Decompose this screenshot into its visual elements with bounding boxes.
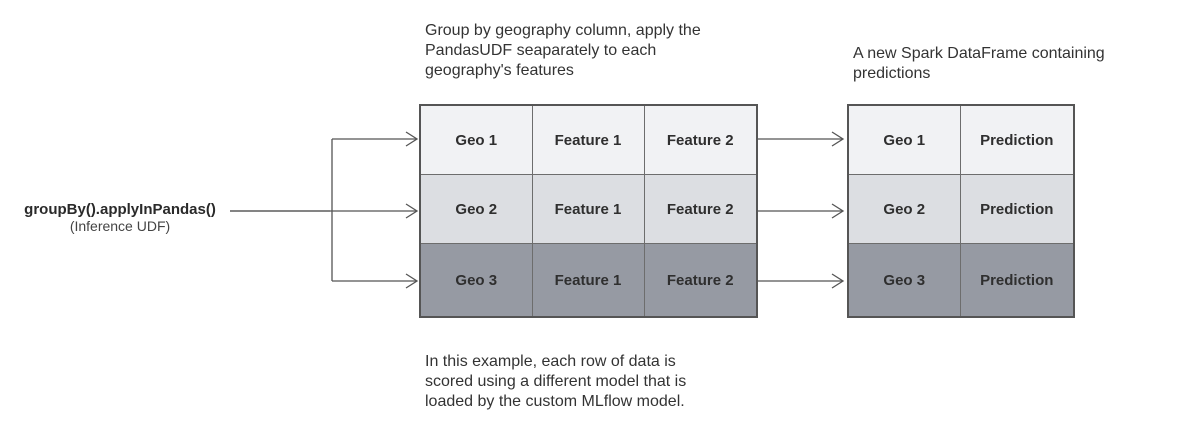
input-row: Geo 2 Feature 1 Feature 2 <box>419 174 758 244</box>
output-row: Geo 1 Prediction <box>847 104 1075 175</box>
output-note-line-2: predictions <box>853 65 931 82</box>
call-title: groupBy().applyInPandas() <box>24 201 216 218</box>
input-cell-geo: Geo 3 <box>419 243 533 318</box>
example-note: In this example, each row of data is sco… <box>425 352 765 412</box>
output-row: Geo 2 Prediction <box>847 174 1075 244</box>
group-by-note-line-3: geography's features <box>425 62 574 79</box>
group-by-note-line-1: Group by geography column, apply the <box>425 22 701 39</box>
input-cell-feature: Feature 1 <box>531 174 645 244</box>
output-row: Geo 3 Prediction <box>847 243 1075 318</box>
group-by-note: Group by geography column, apply the Pan… <box>425 21 755 81</box>
group-by-call: groupBy().applyInPandas() (Inference UDF… <box>10 201 230 234</box>
output-arrowhead-row1 <box>831 131 845 147</box>
output-table: Geo 1 Prediction Geo 2 Prediction Geo 3 … <box>847 104 1075 318</box>
example-note-line-3: loaded by the custom MLflow model. <box>425 393 685 410</box>
input-row: Geo 3 Feature 1 Feature 2 <box>419 243 758 318</box>
output-cell-prediction: Prediction <box>959 243 1075 318</box>
input-cell-feature: Feature 2 <box>643 104 758 175</box>
output-cell-prediction: Prediction <box>959 104 1075 175</box>
example-note-line-2: scored using a different model that is <box>425 373 687 390</box>
input-cell-feature: Feature 2 <box>643 174 758 244</box>
output-arrowhead-row2 <box>831 203 845 219</box>
input-cell-feature: Feature 1 <box>531 104 645 175</box>
arrowhead-row3 <box>405 273 419 289</box>
arrowhead-row2 <box>405 203 419 219</box>
output-arrowhead-row3 <box>831 273 845 289</box>
output-note: A new Spark DataFrame containing predict… <box>853 44 1173 84</box>
output-note-line-1: A new Spark DataFrame containing <box>853 45 1105 62</box>
input-table: Geo 1 Feature 1 Feature 2 Geo 2 Feature … <box>419 104 758 318</box>
input-cell-geo: Geo 1 <box>419 104 533 175</box>
output-cell-geo: Geo 2 <box>847 174 961 244</box>
output-cell-geo: Geo 1 <box>847 104 961 175</box>
group-by-note-line-2: PandasUDF seaparately to each <box>425 42 657 59</box>
input-row: Geo 1 Feature 1 Feature 2 <box>419 104 758 175</box>
arrowhead-row1 <box>405 131 419 147</box>
input-cell-feature: Feature 2 <box>643 243 758 318</box>
call-subtitle: (Inference UDF) <box>69 218 171 234</box>
output-cell-geo: Geo 3 <box>847 243 961 318</box>
input-cell-geo: Geo 2 <box>419 174 533 244</box>
output-cell-prediction: Prediction <box>959 174 1075 244</box>
input-cell-feature: Feature 1 <box>531 243 645 318</box>
example-note-line-1: In this example, each row of data is <box>425 353 676 370</box>
